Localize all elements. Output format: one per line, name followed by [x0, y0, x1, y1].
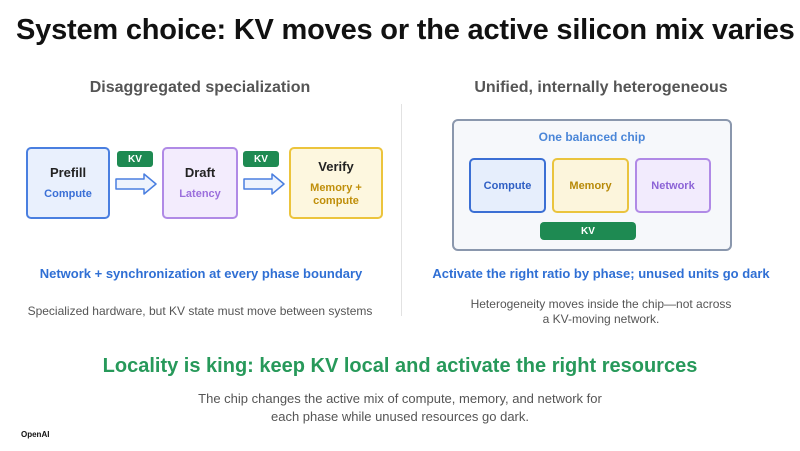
- left-heading: Disaggregated specialization: [89, 79, 311, 96]
- right-heading: Unified, internally heterogeneous: [474, 79, 728, 96]
- column-divider: [401, 104, 402, 316]
- prefill-box: Prefill Compute: [26, 147, 110, 219]
- kv-badge: KV: [243, 151, 279, 167]
- slide-title: System choice: KV moves or the active si…: [16, 14, 795, 46]
- kv-badge: KV: [117, 151, 153, 167]
- openai-logo: OpenAI: [21, 430, 50, 439]
- draft-role: Latency: [179, 188, 221, 200]
- left-highlight: Network + synchronization at every phase…: [39, 266, 363, 281]
- right-note-line: Heterogeneity moves inside the chip—not …: [470, 297, 732, 311]
- prefill-label: Prefill: [49, 165, 87, 180]
- draft-label: Draft: [184, 165, 216, 180]
- chip-unit-memory: Memory: [552, 158, 629, 213]
- verify-label: Verify: [318, 158, 354, 174]
- right-highlight: Activate the right ratio by phase; unuse…: [432, 266, 770, 281]
- draft-box: Draft Latency: [162, 147, 238, 219]
- right-arrow-icon: [243, 173, 285, 195]
- verify-box: Verify Memory + compute: [289, 147, 383, 219]
- conclusion-line: The chip changes the active mix of compu…: [198, 391, 602, 406]
- right-arrow-icon: [115, 173, 157, 195]
- right-note: Heterogeneity moves inside the chip—not …: [402, 297, 800, 327]
- chip-unit-compute: Compute: [469, 158, 546, 213]
- conclusion-line: each phase while unused resources go dar…: [271, 409, 529, 424]
- conclusion-headline: Locality is king: keep KV local and acti…: [102, 355, 698, 377]
- chip-unit-network: Network: [635, 158, 711, 213]
- left-note: Specialized hardware, but KV state must …: [27, 304, 373, 318]
- chip-title: One balanced chip: [538, 130, 646, 144]
- right-note-line: a KV-moving network.: [542, 312, 660, 326]
- conclusion-body: The chip changes the active mix of compu…: [0, 390, 800, 426]
- verify-role: Memory + compute: [310, 181, 362, 207]
- prefill-role: Compute: [44, 188, 92, 200]
- chip-kv-bar: KV: [540, 222, 636, 240]
